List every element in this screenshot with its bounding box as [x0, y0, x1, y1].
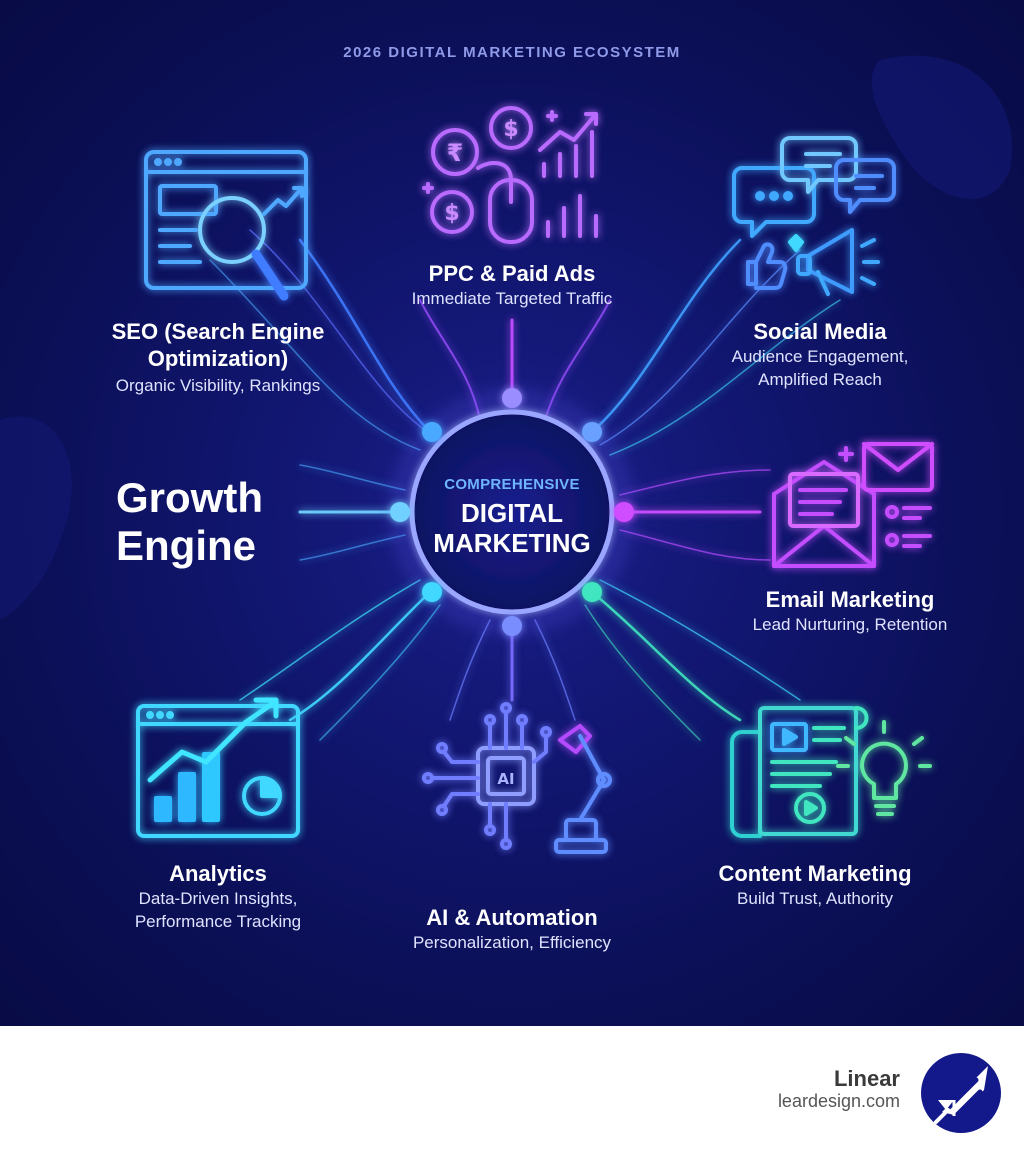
node-title: Social Media [753, 319, 887, 344]
svg-text:₹: ₹ [447, 139, 464, 167]
browser-magnifier-icon [144, 150, 308, 301]
node-subtitle: Audience Engagement, [731, 347, 909, 366]
node-subtitle: Lead Nurturing, Retention [752, 615, 948, 634]
envelope-icon [772, 442, 934, 568]
node-title: Optimization) [147, 346, 289, 371]
hub-circle [409, 409, 615, 615]
growth-line: Engine [116, 522, 257, 569]
page-title: 2026 DIGITAL MARKETING ECOSYSTEM [343, 44, 681, 61]
node-subtitle: Personalization, Efficiency [412, 933, 612, 952]
node-ai: AI & Automation Personalization, Efficie… [362, 904, 662, 954]
growth-engine-label: Growth Engine [116, 474, 346, 570]
node-analytics: Analytics Data-Driven Insights, Performa… [68, 860, 368, 933]
node-title: Email Marketing [765, 587, 935, 612]
node-ppc: PPC & Paid Ads Immediate Targeted Traffi… [362, 260, 662, 310]
growth-line: Growth [116, 474, 263, 521]
node-subtitle: Immediate Targeted Traffic [411, 289, 613, 308]
ai-chip-robot-arm-icon [422, 702, 612, 854]
chat-megaphone-icon [732, 136, 896, 296]
svg-text:$: $ [503, 117, 518, 142]
ai-chip-label: AI [497, 770, 514, 788]
node-title: SEO (Search Engine [111, 319, 325, 344]
decorative-blob [0, 416, 72, 620]
dashboard-chart-icon [136, 697, 300, 838]
node-title: Analytics [169, 861, 267, 886]
ecosystem-diagram: ₹ $ $ [0, 0, 1024, 1026]
node-email: Email Marketing Lead Nurturing, Retentio… [700, 586, 1000, 636]
connection-nodes [390, 388, 634, 636]
connection-lines [209, 229, 841, 741]
hub-label-line: MARKETING [433, 528, 591, 558]
node-title: Content Marketing [718, 861, 912, 886]
hub-label-top: COMPREHENSIVE [444, 476, 580, 493]
hub-label-main: DIGITAL MARKETING [412, 498, 612, 558]
node-seo: SEO (Search Engine Optimization) Organic… [68, 318, 368, 397]
hub-label-line: DIGITAL [460, 498, 564, 528]
node-title: PPC & Paid Ads [428, 261, 596, 286]
node-content: Content Marketing Build Trust, Authority [665, 860, 965, 910]
node-subtitle: Organic Visibility, Rankings [115, 376, 321, 395]
brand-url[interactable]: leardesign.com [777, 1091, 900, 1111]
svg-text:$: $ [444, 201, 459, 226]
footer-bar [0, 1026, 1024, 1154]
decorative-blob [871, 55, 1012, 199]
node-subtitle: Amplified Reach [758, 370, 882, 389]
document-lightbulb-icon [730, 706, 932, 838]
diagram-graphics: ₹ $ $ [0, 55, 1012, 854]
node-social: Social Media Audience Engagement, Amplif… [680, 318, 960, 391]
node-subtitle: Build Trust, Authority [737, 889, 893, 908]
brand-name: Linear [833, 1066, 900, 1091]
node-subtitle: Data-Driven Insights, [138, 889, 298, 908]
node-subtitle: Performance Tracking [134, 912, 302, 931]
coins-mouse-chart-icon: ₹ $ $ [422, 106, 598, 244]
rocket-logo-icon[interactable] [918, 1050, 1004, 1136]
node-title: AI & Automation [426, 905, 598, 930]
